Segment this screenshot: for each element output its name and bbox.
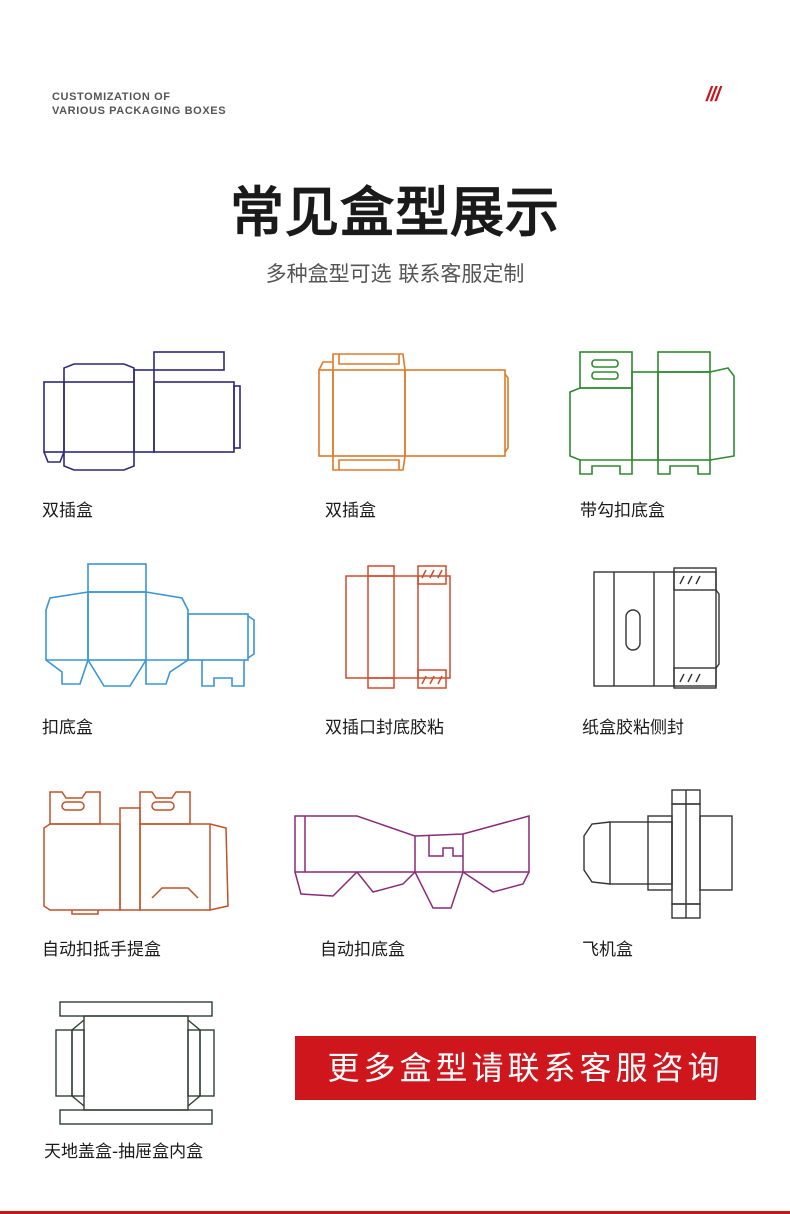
box-diagram-drawer-inner [54,1000,216,1130]
box-diagram-double-tuck-1 [42,350,242,475]
box-label-4: 扣底盒 [42,718,93,738]
eyebrow-line-1: CUSTOMIZATION OF [52,91,171,103]
box-diagram-lock-bottom [42,562,260,690]
decorative-slashes: /// [706,84,721,106]
box-label-1: 双插盒 [42,501,93,521]
box-diagram-glued-bottom [342,564,454,689]
box-label-9: 飞机盒 [582,940,633,960]
box-diagram-side-seal [590,566,720,691]
page-subtitle: 多种盒型可选 联系客服定制 [265,262,525,286]
eyebrow-line-2: VARIOUS PACKAGING BOXES [52,105,227,117]
box-label-6: 纸盒胶粘侧封 [582,718,684,738]
box-label-5: 双插口封底胶粘 [325,718,444,738]
box-label-3: 带勾扣底盒 [580,501,665,521]
box-diagram-auto-bottom [293,812,531,912]
box-label-2: 双插盒 [325,501,376,521]
box-diagram-hook-bottom [568,350,738,478]
box-label-7: 自动扣抵手提盒 [42,940,161,960]
page-title: 常见盒型展示 [230,181,560,244]
box-diagram-mailer [582,786,737,921]
eyebrow-text: CUSTOMIZATION OF VARIOUS PACKAGING BOXES [52,90,226,118]
contact-cta-button[interactable]: 更多盒型请联系客服咨询 [295,1036,756,1100]
box-label-10: 天地盖盒-抽屉盒内盒 [44,1142,204,1162]
box-diagram-double-tuck-2 [315,350,510,475]
box-label-8: 自动扣底盒 [320,940,405,960]
box-diagram-handle-box [42,788,234,916]
bottom-accent-line [0,1211,790,1214]
